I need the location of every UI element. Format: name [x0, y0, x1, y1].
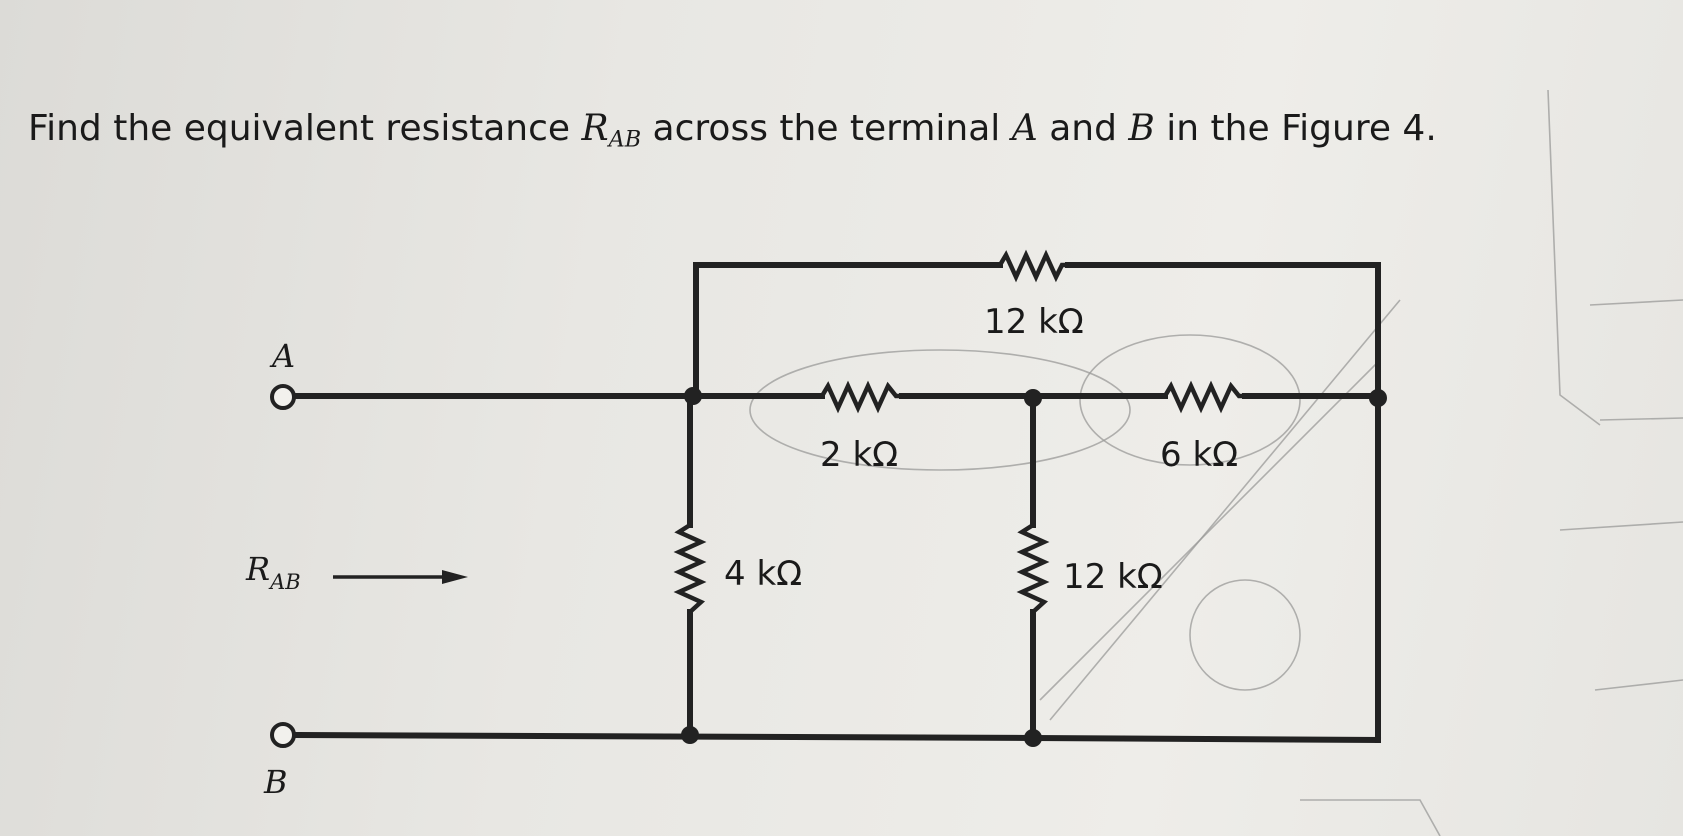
resistor-4k-zigzag [673, 523, 707, 614]
resistor-2k-zigzag [820, 380, 902, 414]
label-6k: 6 kΩ [1160, 435, 1238, 475]
resistor-top-12k [998, 249, 1068, 283]
node-mid-top [1024, 389, 1042, 407]
pencil-line-right-1 [1547, 89, 1601, 426]
node-left-top [684, 387, 702, 405]
resistor-vertical-12k-zigzag [1016, 523, 1050, 614]
pencil-line-right-5 [1594, 679, 1683, 691]
node-left-bottom [681, 726, 699, 744]
pencil-line-right-3 [1599, 417, 1683, 421]
rab-label-sub: AB [268, 570, 301, 594]
pencil-ellipse-1 [749, 349, 1131, 471]
label-4k: 4 kΩ [724, 554, 802, 594]
question-r-symbol: RAB [581, 108, 641, 153]
terminal-b [270, 722, 296, 748]
terminal-a-label: A [269, 337, 295, 375]
circuit-wires [294, 262, 1382, 744]
resistor-6k-zigzag [1163, 380, 1245, 414]
question-terminal-b: B [1128, 108, 1155, 149]
label-2k: 2 kΩ [820, 435, 898, 475]
pencil-marks [749, 89, 1683, 836]
resistor-2k [820, 380, 902, 414]
question-after: in the Figure 4. [1154, 108, 1437, 149]
question-before: Find the equivalent resistance [28, 108, 582, 149]
pencil-circle [1189, 579, 1301, 691]
resistor-top-12k-zigzag [998, 249, 1068, 283]
pencil-line-bottom [1300, 799, 1441, 836]
pencil-ellipse-2 [1079, 334, 1301, 466]
label-top-12k: 12 kΩ [984, 302, 1084, 342]
pencil-diagonal-1 [1039, 359, 1381, 701]
rab-arrowhead [442, 570, 468, 584]
node-right-top [1369, 389, 1387, 407]
terminal-a [270, 384, 296, 410]
resistor-4k [673, 523, 707, 614]
wire-top-right-and-right-side [1065, 262, 1381, 743]
pencil-diagonal-2 [1049, 299, 1401, 721]
question-text: Find the equivalent resistance RAB acros… [28, 108, 1437, 153]
question-terminal-a: A [1011, 108, 1038, 149]
resistor-vertical-12k [1016, 523, 1050, 614]
wire-top-left [693, 262, 1003, 399]
rab-label: RAB [245, 550, 301, 594]
terminal-b-label: B [263, 763, 288, 801]
question-r-subscript: AB [608, 126, 642, 153]
question-and: and [1037, 108, 1129, 149]
wire-bottom [294, 731, 1382, 744]
label-vertical-12k: 12 kΩ [1063, 557, 1163, 597]
rab-label-main: R [245, 550, 270, 588]
pencil-line-right-4 [1559, 521, 1683, 531]
resistor-6k [1163, 380, 1245, 414]
pencil-line-right-2 [1589, 299, 1683, 306]
question-middle: across the terminal [641, 108, 1012, 149]
question-r-letter: R [581, 108, 609, 149]
node-mid-bottom [1024, 729, 1042, 747]
